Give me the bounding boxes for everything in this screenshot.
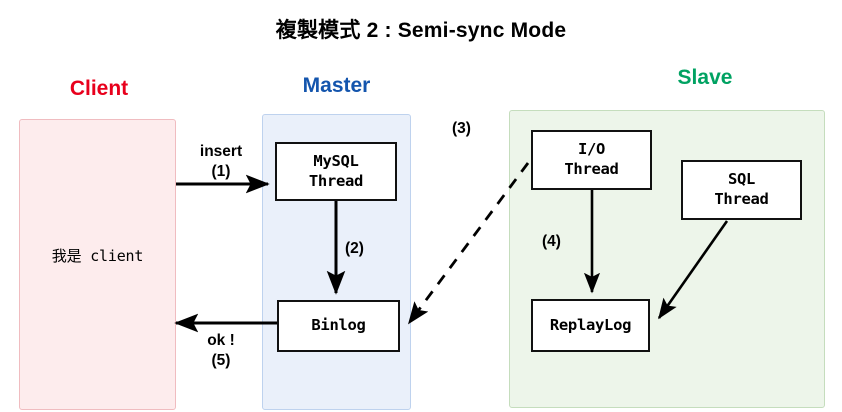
edge-label-insert: insert (1)	[176, 142, 266, 183]
zone-label-slave: Slave	[677, 66, 733, 89]
client-caption: 我是 client	[51, 247, 144, 265]
node-binlog-line1: Binlog	[311, 316, 366, 335]
node-replay-log[interactable]: ReplayLog	[531, 299, 650, 352]
node-mysql-thread-line1: MySQL	[313, 151, 359, 170]
node-io-thread[interactable]: I/O Thread	[531, 130, 652, 190]
panel-client	[19, 119, 176, 410]
node-io-thread-line1: I/O	[577, 140, 606, 159]
edge-label-step-2: (2)	[345, 240, 364, 257]
node-binlog[interactable]: Binlog	[277, 300, 400, 352]
edge-label-ok: ok ! (5)	[176, 331, 266, 372]
edge-label-insert-step: (1)	[211, 163, 231, 181]
node-mysql-thread-line2: Thread	[308, 171, 364, 190]
edge-label-step-3: (3)	[452, 120, 471, 137]
zone-label-master: Master	[302, 74, 371, 97]
node-replay-log-line1: ReplayLog	[549, 315, 632, 334]
edge-label-insert-text: insert	[199, 143, 243, 160]
page-title: 複製模式 2 : Semi-sync Mode	[275, 19, 567, 42]
node-sql-thread-line1: SQL	[727, 170, 756, 189]
zone-label-client: Client	[69, 77, 129, 100]
node-sql-thread-line2: Thread	[714, 190, 769, 208]
edge-label-step-4: (4)	[542, 233, 561, 250]
node-mysql-thread[interactable]: MySQL Thread	[275, 142, 397, 201]
edge-label-ok-text: ok !	[207, 332, 235, 349]
node-io-thread-line2: Thread	[564, 160, 619, 178]
edge-label-ok-step: (5)	[211, 352, 231, 370]
node-sql-thread[interactable]: SQL Thread	[681, 160, 802, 220]
